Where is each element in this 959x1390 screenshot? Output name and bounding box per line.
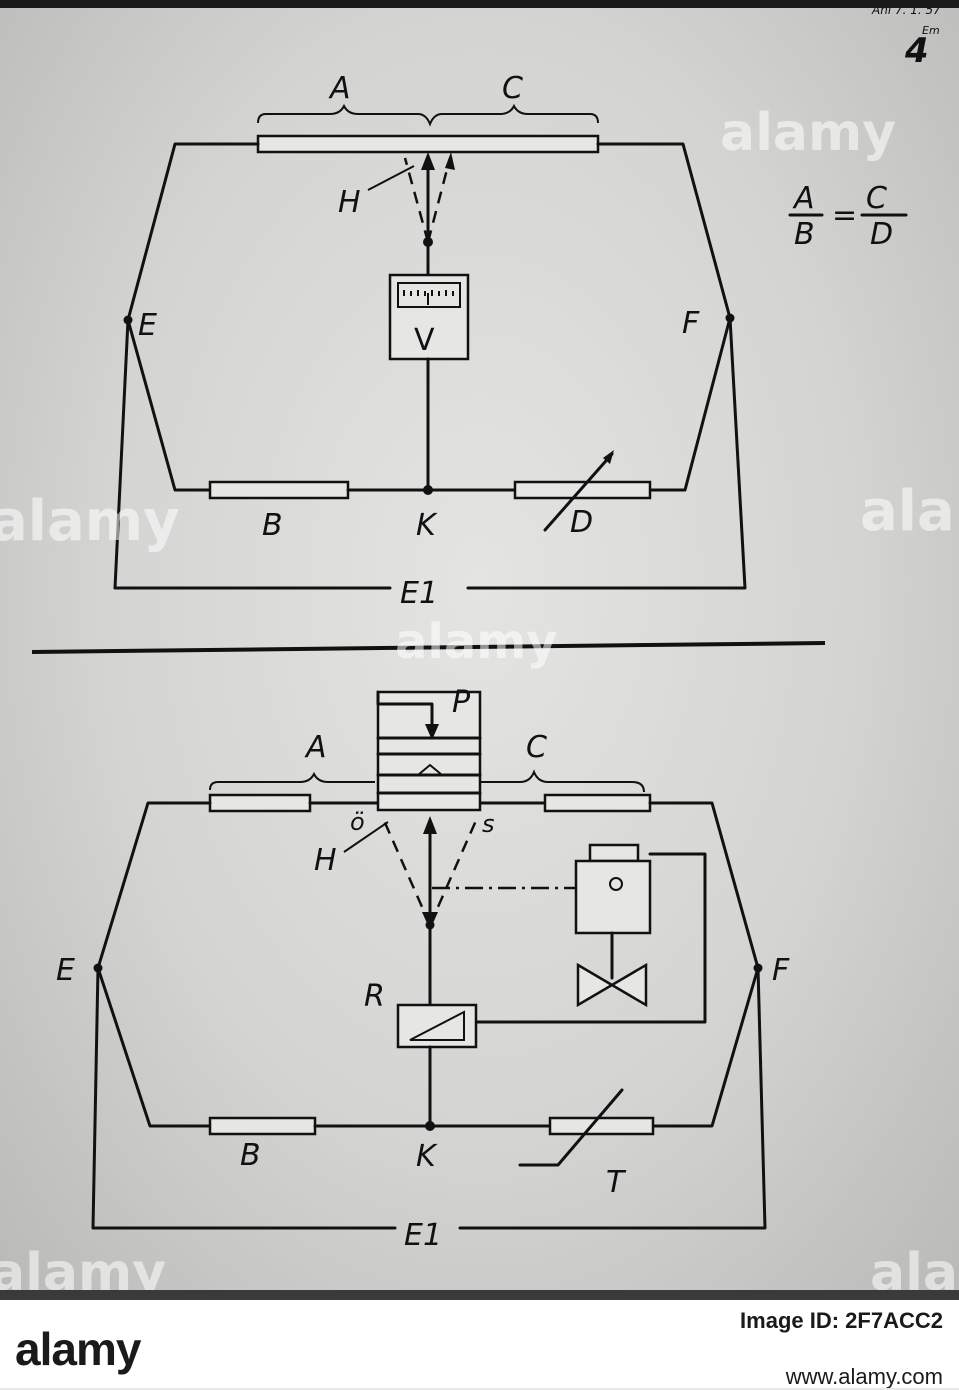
formula-den-left: B (794, 217, 815, 252)
page-number: 4 (904, 31, 929, 71)
label-O: ö (350, 808, 365, 836)
circuit-drawing: Anl 7. 1. 57 Em 4 A B = C D A C (0, 3, 959, 1253)
label-F-top: F (682, 306, 700, 341)
label-E1-top: E1 (400, 576, 438, 611)
svg-text:alamy: alamy (0, 489, 180, 554)
label-R: R (364, 979, 385, 1014)
top-bridge-diagram: A C E F E1 H (113, 71, 747, 611)
label-P: P (452, 685, 471, 720)
footer-logo: alamy (15, 1323, 141, 1375)
label-C-bottom: C (526, 730, 547, 765)
bottom-bridge-diagram: A C P (56, 685, 790, 1253)
label-B-top: B (262, 508, 283, 543)
resistor-B-bottom (208, 1116, 317, 1136)
footer-url[interactable]: www.alamy.com (785, 1364, 943, 1389)
label-S: s (482, 810, 495, 838)
scanned-sheet: Anl 7. 1. 57 Em 4 A B = C D A C (0, 0, 959, 1300)
svg-text:alamy: alamy (860, 479, 959, 544)
label-E1-bottom: E1 (404, 1218, 442, 1253)
label-K-top: K (416, 508, 438, 543)
svg-text:alamy: alamy (720, 103, 896, 163)
label-A-bottom: A (304, 730, 327, 765)
variable-resistor-D-top (513, 480, 652, 500)
voltmeter-scale (403, 290, 454, 305)
formula-den-right: D (870, 217, 893, 252)
valve-actuator (474, 843, 707, 1024)
film-edge (0, 0, 959, 8)
resistor-C-bottom (543, 793, 652, 813)
label-D-top: D (570, 505, 593, 540)
label-T: T (606, 1165, 627, 1200)
thermistor-T (548, 1116, 655, 1136)
svg-text:alamy: alamy (395, 614, 558, 670)
label-E-top: E (138, 308, 157, 343)
label-A-top: A (328, 71, 351, 106)
label-H-bottom: H (314, 843, 337, 878)
resistor-B-top (208, 480, 350, 500)
stock-footer: alamy Image ID: 2F7ACC2 www.alamy.com (0, 1300, 959, 1390)
voltmeter-symbol: V (414, 323, 435, 358)
footer-info: Image ID: 2F7ACC2 www.alamy.com (740, 1308, 943, 1390)
label-E-bottom: E (56, 953, 75, 988)
footer-divider (0, 1388, 959, 1390)
image-id: Image ID: 2F7ACC2 (740, 1308, 943, 1333)
voltmeter (388, 273, 470, 361)
label-C-top: C (502, 71, 523, 106)
formula-equals: = (832, 198, 857, 233)
formula-num-left: A (792, 181, 815, 216)
film-edge-bottom (0, 1290, 959, 1300)
label-H-top: H (338, 185, 361, 220)
resistor-A-bottom (208, 793, 312, 813)
slide-wire-top (256, 134, 600, 154)
separator-line (31, 641, 826, 654)
label-K-bottom: K (416, 1139, 438, 1174)
label-F-bottom: F (772, 953, 790, 988)
corner-note-2: Em (922, 24, 940, 37)
formula-num-right: C (866, 181, 887, 216)
bridge-formula: A B = C D (788, 181, 908, 252)
potentiometer-block (376, 690, 482, 812)
label-B-bottom: B (240, 1138, 261, 1173)
